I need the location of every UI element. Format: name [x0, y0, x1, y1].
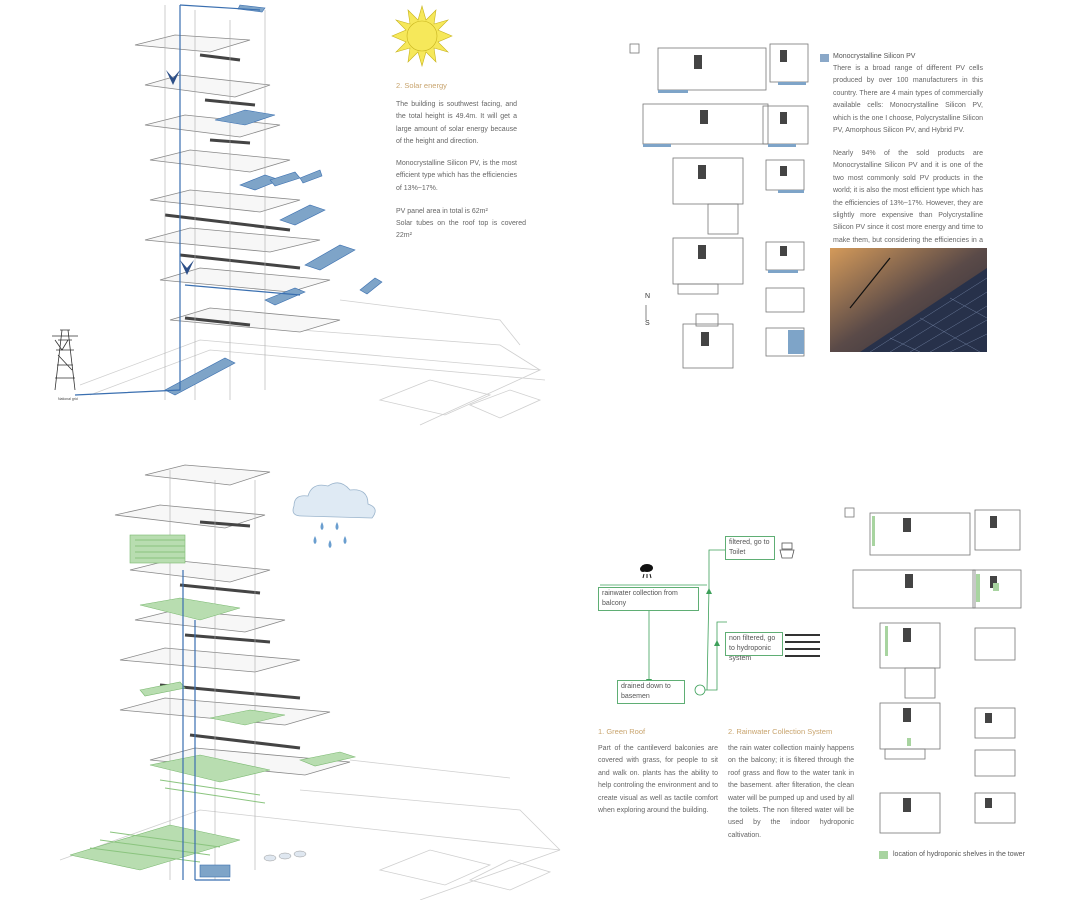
solar-paragraph-1: The building is southwest facing, and th… [396, 101, 517, 146]
small-cloud-icon [640, 564, 653, 579]
pv-area-text: PV panel area in total is 62m² [396, 208, 488, 215]
pump-icon [694, 684, 706, 696]
solar-paragraph-2: Monocrystalline Silicon PV, is the most … [396, 160, 517, 192]
pv-legend-label: Monocrystalline Silicon PV [833, 53, 916, 60]
grid-label: National grid [58, 397, 78, 401]
pv-paragraph-2: Nearly 94% of the sold products are Mono… [833, 150, 983, 256]
pv-floor-plans [629, 43, 809, 369]
hydroponic-floor-plans [844, 507, 1022, 834]
green-tower-drawing [59, 464, 561, 900]
arrow-down-icon [166, 70, 180, 85]
south-label: S [645, 320, 650, 327]
pv-legend-swatch [820, 54, 829, 62]
sun-icon [391, 4, 453, 68]
rainwater-heading: 2. Rainwater Collection System [728, 727, 833, 736]
solar-tower-drawing: National grid [52, 4, 546, 426]
hydroponic-shelves-icon [785, 634, 820, 657]
nonfiltered-box: non filtered, go to hydroponic system [725, 632, 783, 662]
drained-box: drained down to basemen [617, 680, 685, 704]
green-roof-text: Part of the cantileverd balconies are co… [598, 745, 718, 815]
pv-paragraph-1: There is a broad range of different PV c… [833, 65, 983, 135]
rainwater-text: the rain water collection mainly happens… [728, 745, 854, 839]
solar-tube-text: Solar tubes on the roof top is covered 2… [396, 220, 526, 240]
filtered-box: filtered, go to Toilet [725, 536, 775, 560]
rain-cloud-icon [292, 482, 376, 548]
pylon-icon [52, 329, 78, 391]
green-roof-heading: 1. Green Roof [598, 727, 646, 736]
toilet-icon [779, 542, 795, 559]
hydro-legend-swatch [879, 851, 888, 859]
rainwater-flow-lines [600, 542, 820, 696]
solar-panel-photo [830, 248, 988, 353]
collect-box: rainwater collection from balcony [598, 587, 699, 611]
hydro-legend-label: location of hydroponic shelves in the to… [893, 851, 1025, 858]
solar-heading: 2. Solar energy [396, 81, 447, 90]
north-label: N [645, 293, 651, 300]
